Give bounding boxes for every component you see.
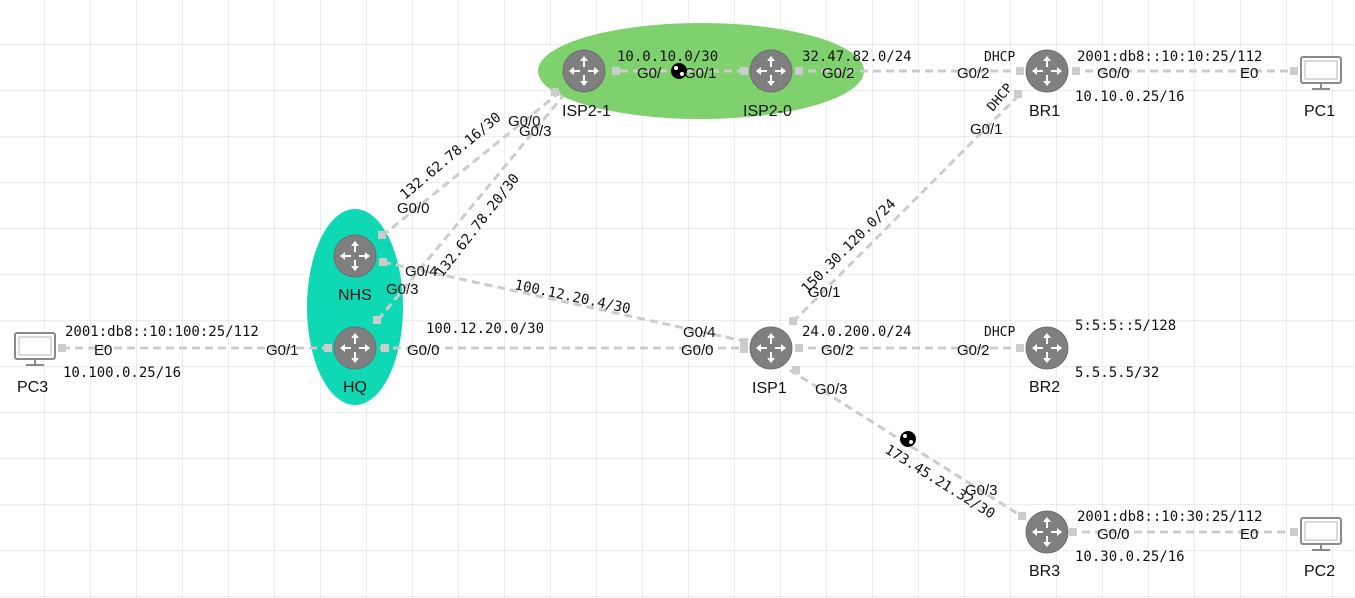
- network-label: 10.10.0.25/16: [1075, 89, 1185, 105]
- router-icon[interactable]: [749, 49, 793, 93]
- port-label: G0/3: [386, 281, 419, 298]
- port-label: E0: [1240, 65, 1258, 82]
- network-label: 2001:db8::10:30:25/112: [1077, 509, 1262, 525]
- router-icon[interactable]: [749, 326, 793, 370]
- device-label-pc1: PC1: [1304, 103, 1335, 120]
- port-label: G0/1: [266, 342, 299, 359]
- port-label: G0/0: [397, 200, 430, 217]
- link-hq-isp2-1[interactable]: [376, 95, 565, 321]
- port-label: G0/0: [1097, 65, 1130, 82]
- port-label: G0/4: [683, 324, 716, 341]
- router-icon[interactable]: [562, 49, 606, 93]
- port-label: DHCP: [984, 325, 1015, 340]
- network-label: 5.5.5.5/32: [1075, 365, 1159, 381]
- network-label: 32.47.82.0/24: [802, 49, 912, 65]
- router-icon[interactable]: [333, 326, 377, 370]
- links: [62, 69, 1297, 534]
- port-label: G0/: [637, 65, 662, 82]
- device-label-br2: BR2: [1029, 379, 1060, 396]
- link-isp1-br3[interactable]: [789, 368, 1027, 521]
- router-icon[interactable]: [1025, 326, 1069, 370]
- port-markers: [58, 67, 1298, 536]
- network-label: 24.0.200.0/24: [802, 324, 912, 340]
- network-label: 10.0.10.0/30: [617, 49, 718, 65]
- port-label: G0/2: [821, 342, 854, 359]
- port-label: G0/2: [957, 342, 990, 359]
- port-label: DHCP: [985, 81, 1017, 115]
- port-label: G0/2: [957, 65, 990, 82]
- device-label-isp2-0: ISP2-0: [743, 103, 792, 120]
- device-label-br3: BR3: [1029, 563, 1060, 580]
- port-label: G0/2: [822, 65, 855, 82]
- device-label-pc2: PC2: [1304, 563, 1335, 580]
- device-label-br1: BR1: [1029, 103, 1060, 120]
- monitor-icon[interactable]: [1300, 517, 1342, 551]
- router-icon[interactable]: [1025, 49, 1069, 93]
- port-label: G0/1: [970, 121, 1003, 138]
- port-label: G0/0: [407, 342, 440, 359]
- device-label-isp2-1: ISP2-1: [562, 103, 611, 120]
- device-label-isp1: ISP1: [752, 380, 787, 397]
- device-label-pc3: PC3: [17, 379, 48, 396]
- link-fault-marker[interactable]: [900, 431, 916, 447]
- port-label: DHCP: [984, 50, 1015, 65]
- port-label: G0/3: [965, 482, 998, 499]
- network-label: 100.12.20.0/30: [426, 321, 544, 337]
- device-label-hq: HQ: [343, 379, 367, 396]
- port-label: E0: [1240, 526, 1258, 543]
- router-icon[interactable]: [333, 234, 377, 278]
- device-label-nhs: NHS: [338, 287, 372, 304]
- port-label: G0/0: [508, 113, 541, 130]
- network-label: 2001:db8::10:10:25/112: [1077, 49, 1262, 65]
- network-label: 10.30.0.25/16: [1075, 549, 1185, 565]
- monitor-icon[interactable]: [1300, 56, 1342, 90]
- network-label: 100.12.20.4/30: [513, 277, 632, 317]
- network-label: 150.30.120.0/24: [799, 196, 900, 297]
- link-isp1-br1[interactable]: [791, 90, 1024, 324]
- port-label: E0: [94, 342, 112, 359]
- port-label: G0/4: [405, 263, 438, 280]
- port-label: G0/3: [815, 381, 848, 398]
- port-label: G0/1: [684, 65, 717, 82]
- monitor-icon[interactable]: [14, 332, 56, 366]
- network-label: 10.100.0.25/16: [63, 365, 181, 381]
- link-nhs-isp1[interactable]: [382, 260, 749, 344]
- link-fault-marker[interactable]: [671, 63, 687, 79]
- network-label: 132.62.78.20/30: [433, 171, 523, 280]
- network-label: 5:5:5::5/128: [1075, 318, 1176, 334]
- port-label: G0/0: [681, 342, 714, 359]
- port-label: G0/1: [808, 284, 841, 301]
- router-icon[interactable]: [1025, 510, 1069, 554]
- network-label: 2001:db8::10:100:25/112: [65, 324, 259, 340]
- port-label: G0/0: [1097, 526, 1130, 543]
- port-label: G0/3: [519, 123, 552, 140]
- network-label: 132.62.78.16/30: [397, 110, 504, 204]
